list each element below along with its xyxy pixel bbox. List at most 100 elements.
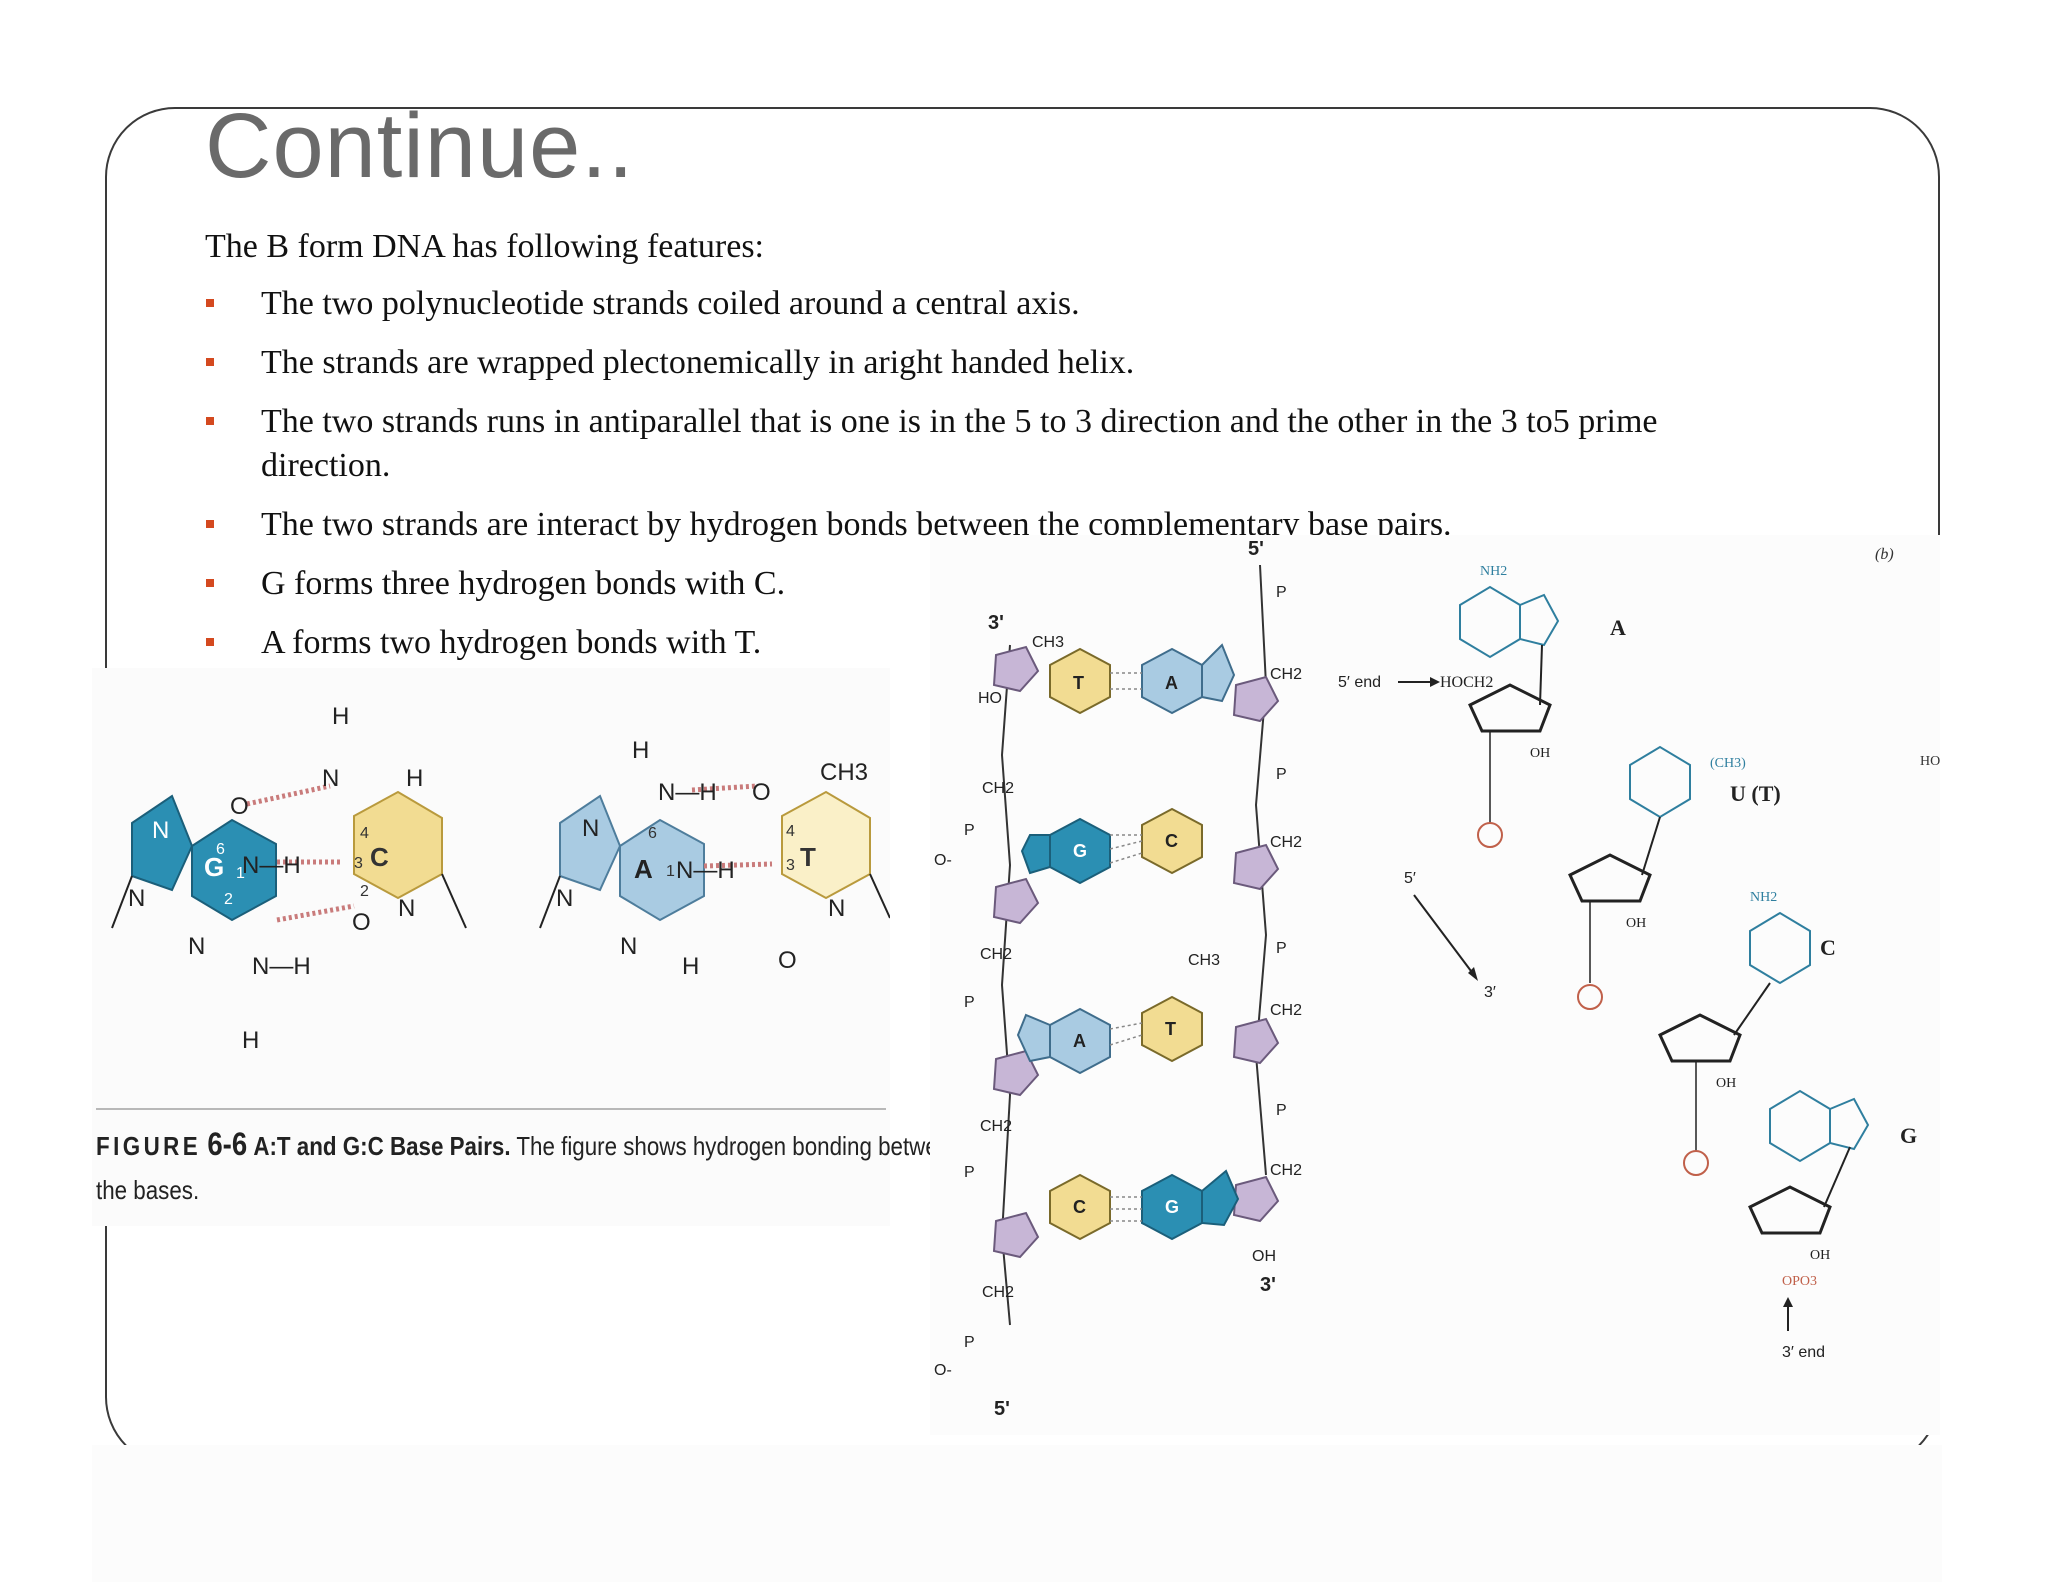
ring-number: 6: [648, 825, 657, 842]
atom-label: T: [800, 842, 816, 872]
base-letter: G: [1165, 1197, 1179, 1217]
atom-label: N: [398, 895, 415, 922]
slide-title: Continue..: [205, 95, 635, 197]
atom-label: P: [1276, 940, 1287, 957]
base-letter: A: [1165, 673, 1178, 693]
list-item-text: G forms three hydrogen bonds with C.: [261, 565, 786, 602]
atom-label: P: [964, 1164, 975, 1181]
three-prime-end-label: 3′ end: [1782, 1344, 1825, 1361]
base-letter: C: [1073, 1197, 1086, 1217]
caption-number: 6-6: [207, 1126, 248, 1162]
dna-strand-diagram: T A G C A T C G 5' 3' 5' 3' HO CH2 P O- …: [934, 538, 1940, 1420]
nh2-label: NH2: [1480, 564, 1507, 579]
adenine-five-ring: [559, 794, 622, 892]
atom-label: CH2: [982, 780, 1014, 797]
atom-label: N—H: [676, 857, 735, 884]
ring-number: 4: [786, 823, 795, 840]
atom-label: P: [964, 994, 975, 1011]
base-name: C: [1820, 935, 1836, 960]
five-prime-end-label: 5′ end: [1338, 674, 1381, 691]
list-item-text: A forms two hydrogen bonds with T.: [261, 624, 762, 661]
sugar-rings: [992, 645, 1280, 1259]
atom-label: CH2: [982, 1284, 1014, 1301]
strand-end-label: 5': [1248, 538, 1264, 560]
atom-label: N: [582, 815, 599, 842]
strand-end-label: 3': [1260, 1274, 1276, 1296]
list-item: A forms two hydrogen bonds with T.: [205, 621, 1765, 665]
ring-number: 3: [786, 857, 795, 874]
atom-label: N: [828, 895, 845, 922]
list-item-text: The two polynucleotide strands coiled ar…: [261, 285, 1080, 322]
atom-label: N: [128, 885, 145, 912]
ring-number: 3: [354, 855, 363, 872]
atom-label: C: [370, 842, 389, 872]
nh2-label: NH2: [1750, 890, 1777, 905]
list-item: The strands are wrapped plectonemically …: [205, 341, 1765, 385]
base-letter: T: [1165, 1019, 1176, 1039]
base-letter: C: [1165, 831, 1178, 851]
atom-label: N: [556, 885, 573, 912]
edge-text: HO: [1920, 754, 1940, 769]
bullet-marker: [206, 579, 214, 587]
oh-label: OH: [1626, 916, 1646, 931]
atom-label: CH2: [980, 1118, 1012, 1135]
strand-end-label: 3': [988, 612, 1004, 634]
atom-label: P: [964, 1334, 975, 1351]
oh-label: OH: [1810, 1248, 1830, 1263]
atom-label: H: [332, 703, 349, 730]
atom-label: H: [682, 953, 699, 980]
adenine-six-ring: [619, 818, 705, 922]
atom-label: A: [634, 854, 653, 884]
atom-label: OH: [1252, 1248, 1276, 1265]
atom-label: P: [964, 822, 975, 839]
opo3-label: OPO3: [1782, 1274, 1817, 1289]
base-letter: G: [1073, 841, 1087, 861]
atom-label: CH3: [820, 759, 868, 786]
thymine-ring: [781, 790, 871, 900]
bullet-marker: [206, 520, 214, 528]
atom-label: N—H: [658, 779, 717, 806]
atom-label: N: [188, 933, 205, 960]
ring-number: 2: [224, 891, 233, 908]
atom-label: O: [752, 779, 771, 806]
middle-base-pairs: [1016, 643, 1240, 1241]
panel-label: (b): [1875, 546, 1894, 563]
atom-label: N: [322, 765, 339, 792]
ring-number: 4: [360, 825, 369, 842]
atom-label: CH2: [980, 946, 1012, 963]
base-name: A: [1610, 615, 1626, 640]
feature-list: The two polynucleotide strands coiled ar…: [205, 282, 1765, 680]
caption-title: A:T and G:C Base Pairs.: [253, 1131, 511, 1161]
figure-caption: FIGURE 6-6 A:T and G:C Base Pairs. The f…: [96, 1122, 963, 1212]
ring-number: 2: [360, 883, 369, 900]
list-item: The two strands runs in antiparallel tha…: [205, 400, 1765, 488]
ring-number: 6: [216, 841, 225, 858]
atom-label: N: [152, 817, 169, 844]
atom-label: H: [242, 1027, 259, 1054]
atom-label: N—H: [242, 852, 301, 879]
base-name: U (T): [1730, 781, 1781, 806]
base-pair-figure: G C H N H O N N N O N H N—H N—H 6 2 1 4 …: [92, 668, 891, 1226]
atom-label: CH2: [1270, 1162, 1302, 1179]
atom-label: H: [632, 737, 649, 764]
arrow-start-label: 5′: [1404, 870, 1416, 887]
list-item-text: The strands are wrapped plectonemically …: [261, 344, 1135, 381]
slide-bottom-strip: [92, 1445, 1942, 1582]
gc-pair: G C H N H O N N N O N H N—H N—H 6 2 1 4 …: [111, 703, 467, 1054]
atom-label: P: [1276, 1102, 1287, 1119]
atom-label: CH3: [1032, 634, 1064, 651]
atom-label: O-: [934, 1362, 952, 1379]
atom-label: O: [230, 793, 249, 820]
caption-text-continued: the bases.: [96, 1175, 200, 1205]
guanine-six-ring: [191, 818, 277, 922]
ring-number: 1: [236, 865, 245, 882]
atom-label: G: [204, 852, 224, 882]
bullet-marker: [206, 417, 214, 425]
atom-label: O: [778, 947, 797, 974]
atom-label: CH2: [1270, 834, 1302, 851]
base-letter: T: [1073, 673, 1084, 693]
atom-label: H: [406, 765, 423, 792]
ch3-label: (CH3): [1710, 756, 1746, 771]
right-strand: (b) HO 5′ end HOCH2 NH2 A OH (CH3) U (T): [1338, 546, 1940, 1361]
list-item: G forms three hydrogen bonds with C.: [205, 562, 1765, 606]
